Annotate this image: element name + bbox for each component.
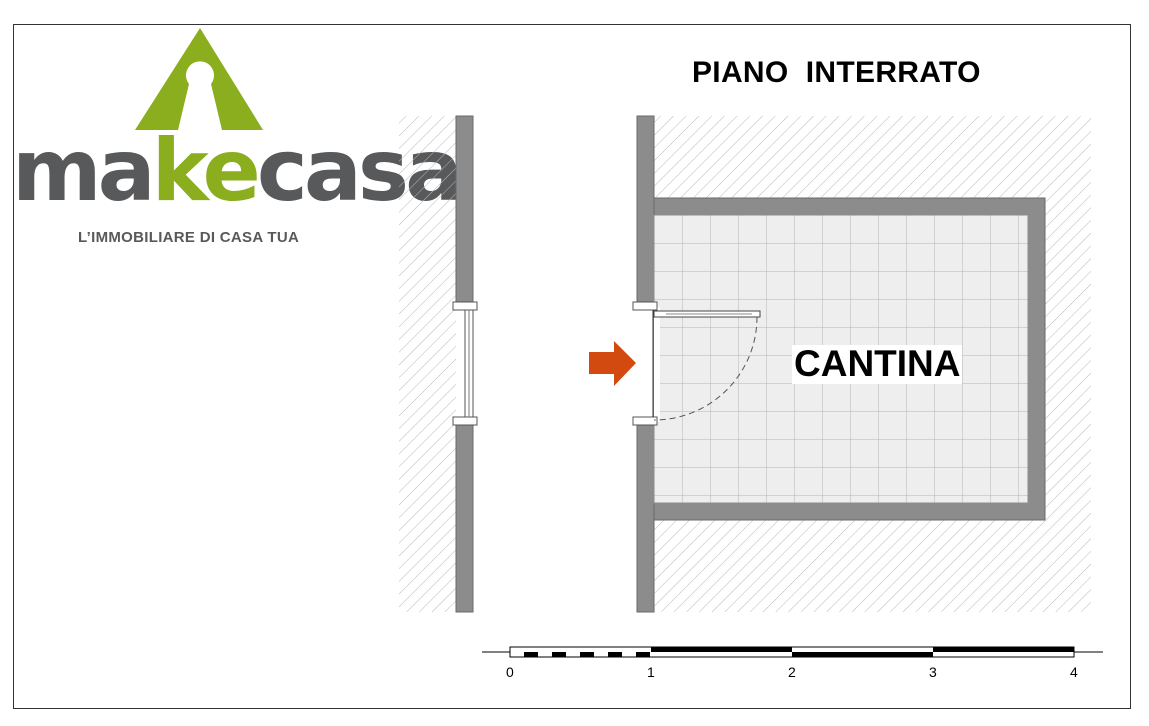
logo-word-ma: ma — [12, 121, 156, 221]
scale-tick-4: 4 — [1070, 664, 1078, 680]
logo-keyhole-icon — [135, 28, 263, 130]
logo-word-ke: ke — [151, 121, 261, 221]
corridor-wall — [399, 115, 478, 613]
logo-tagline: L’IMMOBILIARE DI CASA TUA — [78, 229, 300, 246]
scale-tick-3: 3 — [929, 664, 937, 680]
scale-tick-0: 0 — [506, 664, 514, 680]
scale-tick-2: 2 — [788, 664, 796, 680]
room-label-cantina: CANTINA — [792, 343, 963, 384]
drawing-frame — [13, 24, 1131, 709]
scale-bar — [482, 646, 1103, 658]
cellar-door — [632, 301, 761, 426]
scale-tick-1: 1 — [647, 664, 655, 680]
plan-title: PIANO INTERRATO — [692, 56, 981, 89]
entrance-arrow-icon — [589, 341, 636, 386]
